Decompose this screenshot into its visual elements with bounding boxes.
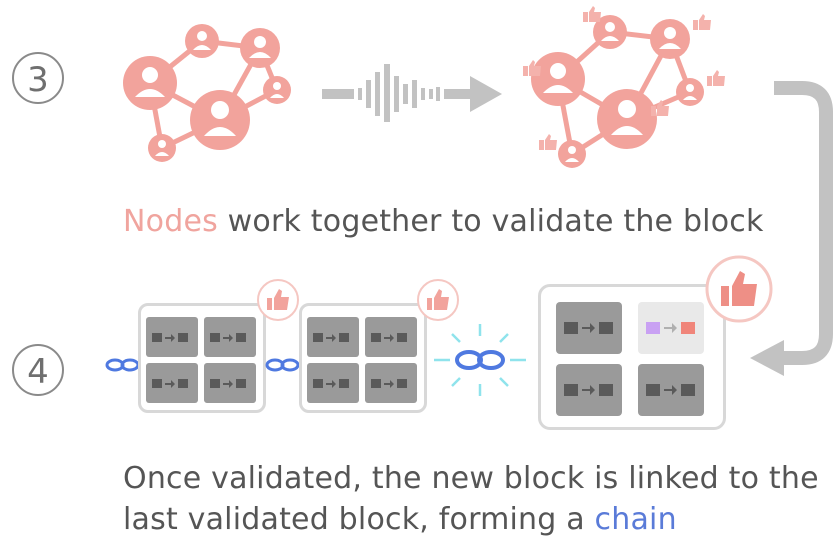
step-4-badge: 4 (12, 344, 64, 396)
chain-highlight: chain (594, 502, 677, 537)
block-2 (299, 303, 427, 413)
caption-step-4-line2-text: last validated block, forming a (123, 502, 595, 537)
caption-step-4-line1: Once validated, the new block is linked … (123, 461, 819, 496)
signal-arrow-icon (322, 64, 502, 122)
block-new (538, 284, 726, 430)
curved-arrow-icon (750, 81, 833, 376)
step-3-badge: 3 (12, 52, 64, 104)
caption-step-3: Nodes work together to validate the bloc… (123, 204, 764, 239)
network-icon-left (123, 24, 291, 162)
thumbs-up-icon-3 (705, 255, 773, 323)
block-new-contents (556, 302, 704, 416)
thumbs-up-icon-2 (417, 279, 459, 321)
chain-link-icon-glow (434, 324, 526, 396)
block-2-contents (307, 317, 417, 403)
caption-step-4-line2: last validated block, forming a chain (123, 502, 677, 537)
block-1-contents (146, 317, 256, 403)
thumbs-up-icon-1 (257, 279, 299, 321)
nodes-highlight: Nodes (123, 204, 218, 239)
network-icon-right (523, 6, 725, 168)
block-1 (138, 303, 266, 413)
caption-step-3-text: work together to validate the block (217, 204, 764, 239)
chain-link-icon-2 (265, 358, 300, 372)
